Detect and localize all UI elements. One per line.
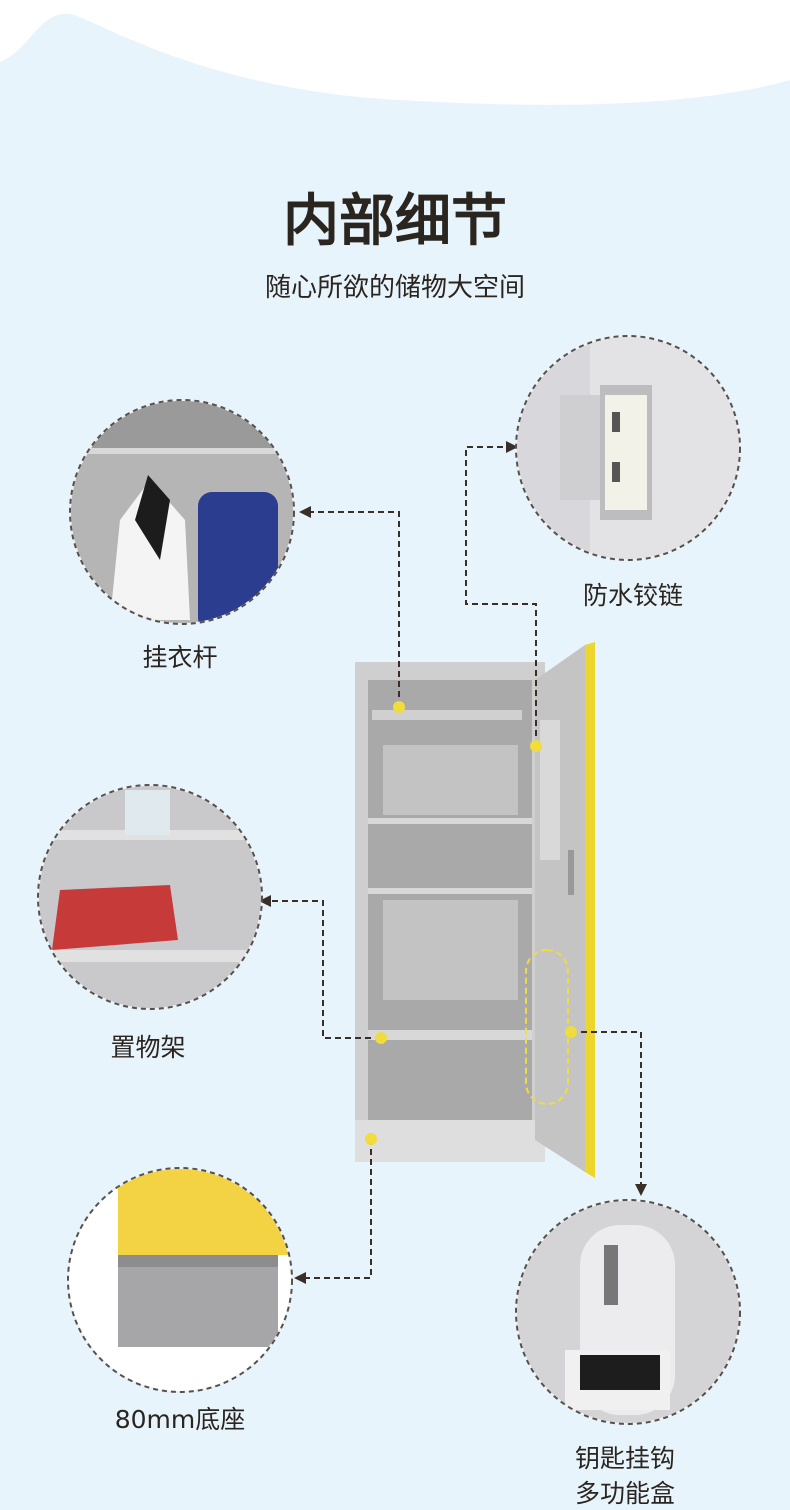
- keybox-circle: [515, 1199, 741, 1425]
- locker-cabinet: [355, 642, 595, 1178]
- label-hinge: 防水铰链: [583, 581, 683, 610]
- hinge-photo: [517, 337, 739, 559]
- marker-dot: [565, 1026, 577, 1038]
- connector-hanger: [299, 506, 400, 707]
- marker-dot: [365, 1133, 377, 1145]
- label-key-hook: 钥匙挂钩: [575, 1444, 675, 1473]
- page-subtitle: 随心所欲的储物大空间: [265, 273, 525, 303]
- hanger-rod-circle: [69, 399, 295, 625]
- marker-dot: [393, 701, 405, 713]
- label-multi-box: 多功能盒: [575, 1479, 675, 1508]
- hanger-rod-photo: [71, 401, 293, 623]
- marker-dot: [530, 740, 542, 752]
- shelf-photo: [39, 786, 261, 1008]
- top-wave: [0, 0, 790, 105]
- label-shelf: 置物架: [110, 1033, 185, 1062]
- connector-keybox: [571, 1031, 647, 1196]
- marker-dot: [375, 1032, 387, 1044]
- shelf-circle: [37, 784, 263, 1010]
- base-photo: [69, 1169, 291, 1391]
- page-title: 内部细节: [283, 189, 507, 254]
- connector-shelf: [259, 895, 381, 1039]
- base-circle: [67, 1167, 293, 1393]
- label-hanger-rod: 挂衣杆: [142, 643, 217, 672]
- key-hook-box-photo: [517, 1201, 739, 1423]
- hinge-circle: [515, 335, 741, 561]
- connector-hinge: [465, 441, 537, 746]
- keybox-highlight: [525, 949, 569, 1105]
- label-base: 80mm底座: [115, 1405, 246, 1434]
